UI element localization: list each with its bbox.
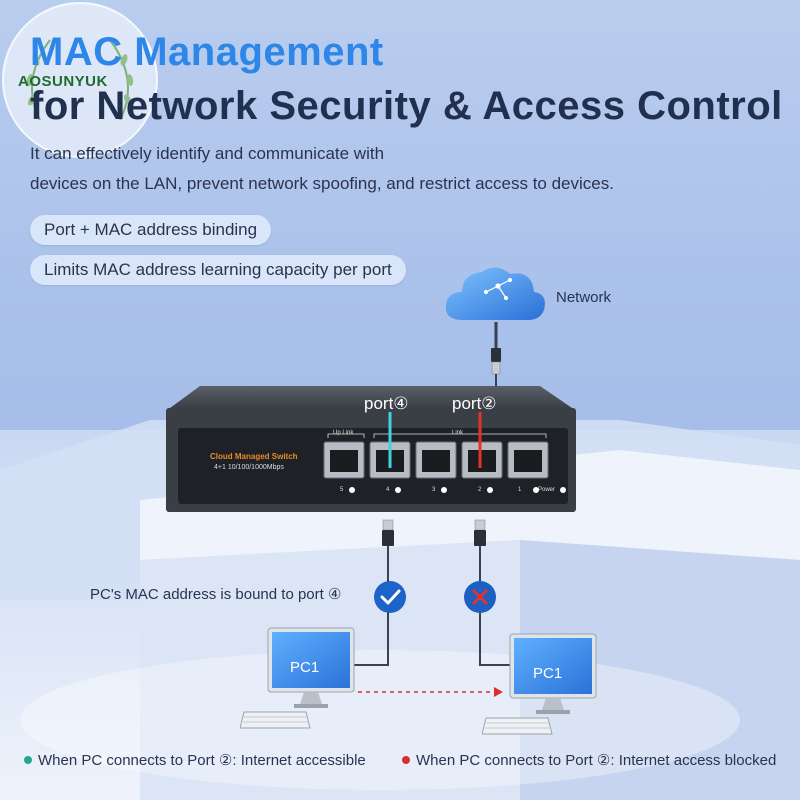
legend-blocked-text: When PC connects to Port ②: Internet acc… [416, 752, 777, 769]
title-line-1: MAC Management [30, 30, 384, 74]
network-switch [166, 386, 576, 512]
pc-right-label: PC1 [533, 665, 563, 682]
port-2-label: port② [452, 394, 497, 413]
port-number-2: 2 [478, 487, 482, 493]
watermark-text: AOSUNYUK [18, 73, 108, 90]
mac-bound-text: PC's MAC address is bound to port ④ [90, 586, 342, 603]
legend-dot-green [24, 756, 32, 765]
title-line-2: for Network Security & Access Control [30, 84, 783, 128]
port-indicator-lines [388, 412, 482, 468]
cloud-icon [445, 267, 545, 320]
legend-dot-red [402, 756, 410, 765]
feature-pill-mac-binding: Port + MAC address binding [30, 215, 272, 245]
port-number-4: 4 [386, 487, 390, 493]
network-label: Network [556, 289, 612, 306]
power-label: Power [538, 487, 556, 493]
subtitle-line-1: It can effectively identify and communic… [30, 144, 385, 163]
feature-pill-mac-limit: Limits MAC address learning capacity per… [30, 255, 406, 285]
port-number-1: 1 [518, 487, 522, 493]
rj45-connector-icon [491, 322, 501, 386]
pc-right-icon [482, 633, 597, 735]
port-number-3: 3 [432, 487, 436, 493]
switch-spec-label: 4+1 10/100/1000Mbps [214, 464, 284, 471]
laurel-icon [26, 39, 134, 121]
subtitle-line-2: devices on the LAN, prevent network spoo… [30, 174, 614, 193]
port-4-label: port④ [364, 394, 409, 413]
switch-brand-label: Cloud Managed Switch [210, 452, 298, 461]
cross-circle-icon [464, 581, 496, 613]
link-label: Link [452, 430, 464, 436]
port-number-5: 5 [340, 487, 344, 493]
pc-left-label: PC1 [290, 659, 320, 676]
legend-blocked: When PC connects to Port ②: Internet acc… [402, 751, 776, 769]
legend-accessible-text: When PC connects to Port ②: Internet acc… [38, 752, 366, 769]
uplink-label: Up Link [333, 430, 354, 436]
legend-accessible: When PC connects to Port ②: Internet acc… [24, 751, 366, 769]
pc-left-icon [240, 627, 355, 729]
check-circle-icon [374, 581, 406, 613]
